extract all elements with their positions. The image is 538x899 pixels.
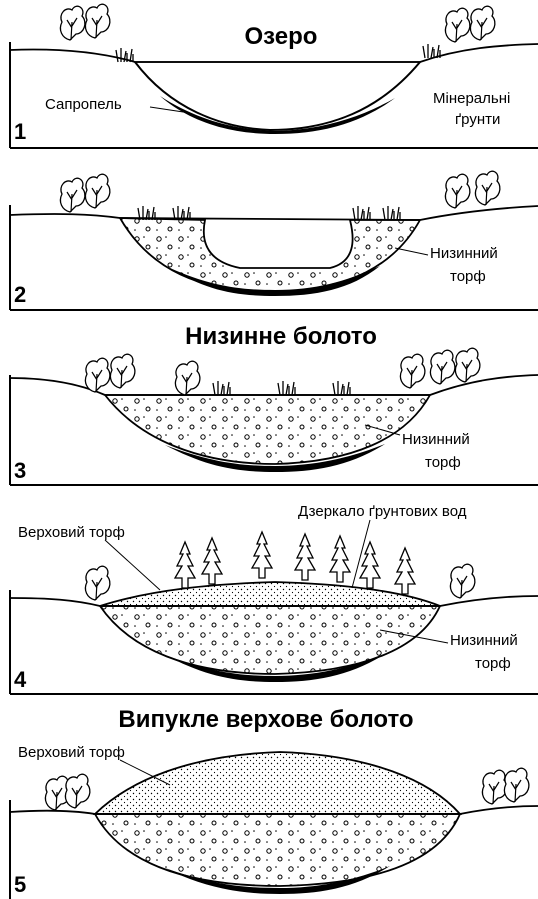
reeds-icon [116, 48, 133, 62]
tree-icon [470, 6, 494, 40]
tree-icon [475, 171, 499, 205]
tree-icon [60, 178, 84, 212]
lake-basin [135, 62, 420, 130]
tree-icon [455, 348, 479, 382]
tree-icon [110, 354, 134, 388]
lowland-peat-fill [120, 218, 420, 292]
pine-icon [330, 536, 350, 582]
sapropel-layer [160, 96, 395, 134]
tree-icon [445, 8, 469, 42]
panel-3: Низинне болото Низинний торф 3 [10, 323, 538, 485]
tree-icon [482, 770, 506, 804]
reeds-icon [278, 381, 295, 395]
pine-icon [295, 534, 315, 580]
panel-title: Випукле верхове болото [118, 706, 413, 733]
panel-number: 5 [14, 872, 26, 897]
upper-peat-dome [95, 752, 460, 814]
ground-surface [10, 206, 538, 220]
tree-icon [85, 4, 109, 38]
pine-icon [395, 548, 415, 594]
tree-icon [85, 174, 109, 208]
pine-icon [202, 538, 222, 584]
pine-icon [252, 532, 272, 578]
sapropel-label: Сапропель [45, 96, 122, 113]
panel-4: Верховий торф Дзеркало ґрунтових вод Низ… [10, 503, 538, 694]
lowland-peat-label: торф [425, 454, 461, 471]
lowland-peat-label: Низинний [450, 632, 518, 649]
panel-number: 1 [14, 119, 26, 144]
lowland-peat-label: Низинний [430, 245, 498, 262]
lowland-peat-fill [95, 814, 460, 886]
tree-icon [445, 174, 469, 208]
tree-icon [60, 6, 84, 40]
lowland-peat-label: Низинний [402, 431, 470, 448]
upper-peat-label: Верховий торф [18, 524, 125, 541]
panel-number: 3 [14, 458, 26, 483]
lowland-peat-fill [100, 606, 440, 674]
panel-2: Низинний торф 2 [10, 171, 538, 310]
pine-icon [175, 542, 195, 588]
upper-peat-label: Верховий торф [18, 744, 125, 761]
tree-icon [65, 774, 89, 808]
tree-icon [85, 566, 109, 600]
mineral-soil-label: Мінеральні [433, 90, 510, 107]
reeds-icon [423, 44, 440, 58]
panel-number: 4 [14, 667, 27, 692]
pine-icon [360, 542, 380, 588]
panel-1: Озеро Сапропель Мінеральні ґрунти 1 [10, 4, 538, 148]
peat-leader [395, 248, 428, 255]
upper-peat-leader [105, 540, 160, 590]
reeds-icon [383, 206, 400, 220]
reeds-icon [353, 206, 370, 220]
tree-icon [175, 361, 199, 395]
groundwater-label: Дзеркало ґрунтових вод [298, 503, 467, 520]
panel-title: Низинне болото [185, 323, 377, 350]
lowland-peat-label: торф [450, 268, 486, 285]
upper-peat-fill [100, 582, 440, 606]
tree-icon [400, 354, 424, 388]
tree-icon [85, 358, 109, 392]
tree-icon [504, 768, 528, 802]
panel-number: 2 [14, 282, 26, 307]
reeds-icon [333, 381, 350, 395]
reeds-icon [213, 381, 230, 395]
lowland-peat-label: торф [475, 655, 511, 672]
mineral-soil-label: ґрунти [455, 111, 500, 128]
tree-icon [450, 564, 474, 598]
panel-5: Випукле верхове болото Верховий торф 5 [10, 706, 538, 899]
tree-icon [430, 350, 454, 384]
panel-title: Озеро [245, 23, 318, 50]
